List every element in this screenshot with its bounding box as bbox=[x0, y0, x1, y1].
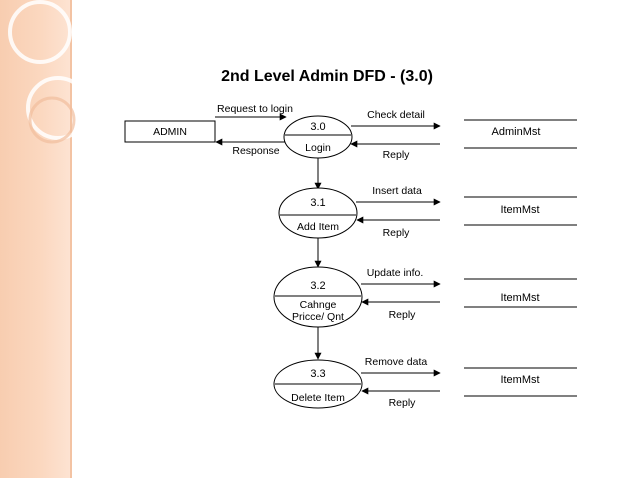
flow-label-response: Response bbox=[232, 145, 279, 157]
decorative-ring-icon bbox=[26, 76, 90, 140]
flow-label-out: Check detail bbox=[367, 109, 425, 121]
decorative-ring-icon bbox=[28, 96, 76, 144]
process-circle bbox=[273, 266, 363, 328]
process-name: Login bbox=[305, 142, 331, 154]
sidebar-edge bbox=[70, 0, 72, 478]
flow-label-in: Reply bbox=[383, 227, 411, 239]
data-store-label: ItemMst bbox=[500, 374, 539, 386]
flow-label-out: Update info. bbox=[367, 267, 424, 279]
flow-label-in: Reply bbox=[383, 149, 411, 161]
data-store-label: ItemMst bbox=[500, 292, 539, 304]
diagram-title: 2nd Level Admin DFD - (3.0) bbox=[221, 68, 433, 85]
process-id: 3.3 bbox=[310, 368, 325, 380]
process-id: 3.1 bbox=[310, 197, 325, 209]
flow-label-out: Insert data bbox=[372, 185, 422, 197]
process-id: 3.2 bbox=[310, 280, 325, 292]
external-entity-label: ADMIN bbox=[153, 126, 187, 138]
flow-label-request: Request to login bbox=[217, 103, 293, 115]
process-id: 3.0 bbox=[310, 121, 325, 133]
data-store-label: AdminMst bbox=[492, 126, 541, 138]
decorative-ring-icon bbox=[8, 0, 72, 64]
process-name: Add Item bbox=[297, 221, 339, 233]
flow-label-out: Remove data bbox=[365, 356, 428, 368]
external-entity-box bbox=[124, 120, 216, 143]
process-name: Delete Item bbox=[291, 392, 345, 404]
process-circle bbox=[278, 187, 358, 239]
process-circle bbox=[283, 115, 353, 159]
flow-label-in: Reply bbox=[389, 397, 417, 409]
process-name-line-2: Pricce/ Qnt bbox=[292, 311, 344, 323]
process-name-line-1: Cahnge bbox=[300, 299, 337, 311]
data-store-label: ItemMst bbox=[500, 204, 539, 216]
flow-label-in: Reply bbox=[389, 309, 417, 321]
